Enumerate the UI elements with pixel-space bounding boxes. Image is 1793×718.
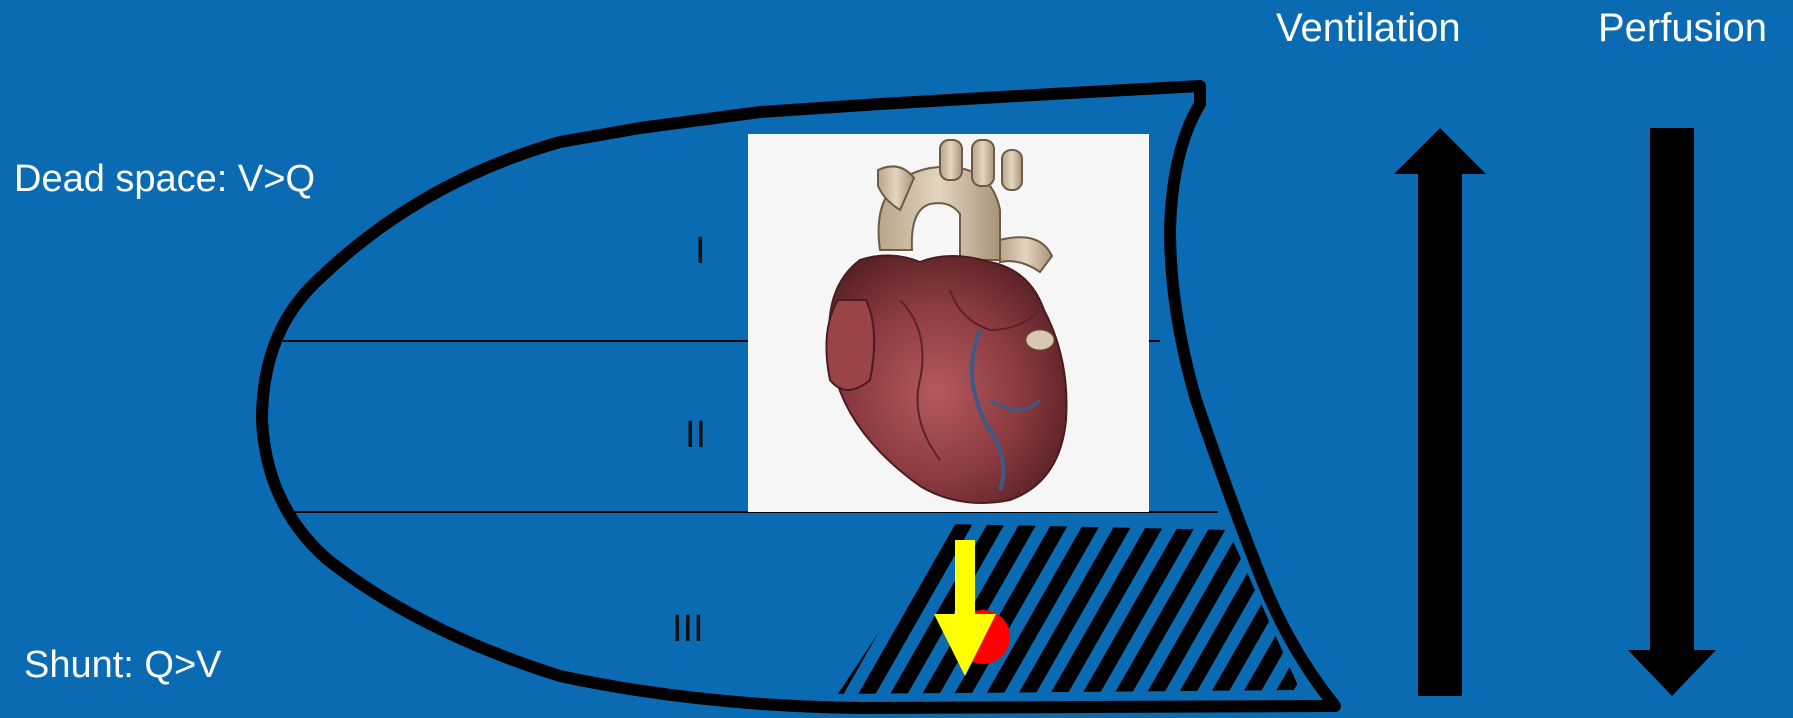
arrow-up-icon: [1394, 128, 1486, 696]
zone-label-1: I: [695, 230, 706, 273]
arrow-down-icon: [1628, 128, 1716, 696]
zone-label-3: III: [672, 608, 704, 651]
heart-image: [748, 134, 1149, 512]
zone-label-2: II: [685, 414, 706, 457]
